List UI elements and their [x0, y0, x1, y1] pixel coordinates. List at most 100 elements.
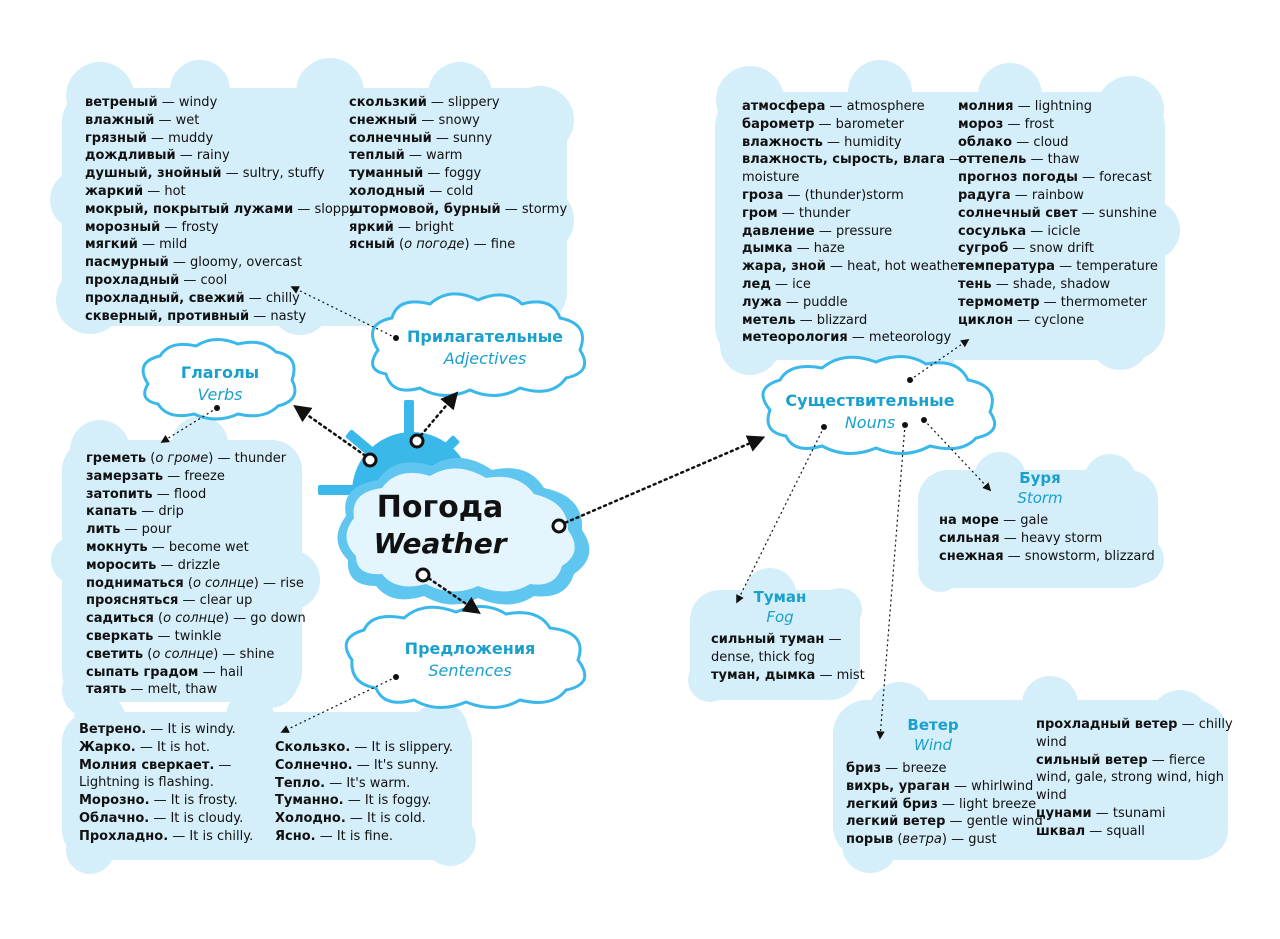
vocab-translation: — sunshine: [1077, 205, 1157, 221]
vocab-translation: — mild: [137, 237, 188, 253]
vocab-term: циклон: [958, 312, 1014, 328]
vocab-note: о солнце: [192, 575, 254, 591]
connector-verbs: [293, 404, 372, 461]
vocab-translation: — thermometer: [1039, 294, 1147, 310]
vocab-term: холодный: [349, 183, 426, 199]
vocab-line: капать — drip: [86, 503, 306, 521]
vocab-term: Холодно.: [275, 811, 346, 827]
vocab-translation: — puddle: [781, 294, 848, 310]
vocab-term: шквал: [1036, 823, 1086, 839]
vocab-translation: — tsunami: [1091, 805, 1166, 821]
vocab-line: Солнечно. — It's sunny.: [275, 757, 453, 775]
wind-cloud: [833, 676, 1228, 873]
vocab-term: солнечный: [349, 130, 432, 146]
vocab-translation: —: [945, 152, 963, 168]
vocab-translation: — hot: [143, 183, 186, 199]
vocab-line: Ветрено. — It is windy.: [79, 721, 253, 739]
sub-connector-wind: [876, 424, 906, 740]
vocab-line: мокрый, покрытый лужами — sloppy: [85, 201, 357, 219]
vocab-line: прохладный, свежий — chilly: [85, 290, 357, 308]
central-topic-ru: Погода: [376, 490, 504, 525]
vocab-translation: — heat, hot weather: [825, 259, 964, 275]
vocab-translation: — It is slippery.: [350, 740, 453, 755]
vocab-line: wind: [1036, 787, 1233, 805]
vocab-line: греметь (о громе) — thunder: [86, 451, 287, 466]
vocab-term: Прохладно.: [79, 828, 169, 844]
vocab-line: сверкать — twinkle: [86, 628, 306, 646]
vocab-term: легкий ветер: [846, 814, 946, 830]
vocab-line: Туманно. — It is foggy.: [275, 792, 453, 810]
connector-sentences: [422, 573, 481, 614]
vocab-term: Скользко.: [275, 740, 351, 755]
vocab-line: жаркий — hot: [85, 183, 357, 201]
vocab-translation: — fine: [469, 237, 516, 253]
adjectives-title-ru: Прилагательные: [406, 327, 564, 346]
vocab-translation: — frost: [1003, 116, 1055, 132]
vocab-term: яркий: [349, 219, 394, 235]
vocab-line: давление — pressure: [742, 223, 963, 241]
vocab-translation: — snowstorm, blizzard: [1003, 548, 1155, 564]
vocab-translation: — cold: [425, 183, 474, 199]
nouns-cloud: [715, 60, 1180, 378]
vocab-translation: — melt, thaw: [126, 682, 218, 698]
vocab-line: оттепель — thaw: [958, 151, 1158, 169]
vocab-term: на море: [939, 513, 999, 528]
vocab-translation: — It is hot.: [135, 739, 210, 755]
connectors: [293, 391, 766, 614]
vocab-line: метель — blizzard: [742, 312, 963, 330]
vocab-term: цунами: [1036, 805, 1092, 821]
vocab-term: сыпать градом: [86, 664, 199, 680]
vocab-term: теплый: [349, 148, 405, 164]
vocab-translation: — muddy: [146, 130, 214, 146]
adjectives-title: Прилагательные Adjectives: [395, 326, 575, 370]
vocab-note: о солнце: [152, 646, 214, 662]
vocab-term: Ясно.: [275, 828, 316, 844]
vocab-translation: — shade, shadow: [991, 276, 1111, 292]
vocab-translation: — It is cold.: [345, 811, 426, 827]
vocab-line: пасмурный — gloomy, overcast: [85, 254, 357, 272]
vocab-term: пасмурный: [85, 255, 169, 271]
vocab-translation: — It is foggy.: [343, 793, 432, 809]
vocab-term: Жарко.: [79, 739, 136, 755]
vocab-term: жара, зной: [742, 259, 826, 275]
vocab-line: wind: [1036, 734, 1233, 752]
vocab-translation: dense, thick fog: [711, 649, 816, 665]
vocab-term: облако: [958, 134, 1013, 150]
vocab-term: термометр: [958, 294, 1040, 310]
vocab-line: туман, дымка — mist: [711, 667, 865, 685]
vocab-term: прохладный ветер: [1036, 717, 1178, 732]
vocab-line: замерзать — freeze: [86, 468, 306, 486]
vocab-term: Облачно.: [79, 810, 150, 826]
vocab-term: морозный: [85, 219, 161, 235]
vocab-line: гроза — (thunder)storm: [742, 187, 963, 205]
vocab-line: вихрь, ураган — whirlwind: [846, 778, 1043, 796]
nouns-title-en: Nouns: [844, 413, 896, 432]
vocab-line: ясный (о погоде) — fine: [349, 237, 516, 253]
vocab-line: сугроб — snow drift: [958, 240, 1158, 258]
vocab-term: душный, знойный: [85, 166, 222, 182]
vocab-line: жара, зной — heat, hot weather: [742, 258, 963, 276]
vocab-translation: — flood: [152, 486, 207, 502]
adjectives-title-cloud: [370, 292, 587, 397]
vocab-line: молния — lightning: [958, 98, 1158, 116]
vocab-term: мокнуть: [86, 539, 148, 555]
vocab-translation: — rise: [258, 575, 304, 591]
vocab-line: лед — ice: [742, 276, 963, 294]
central-topic-en: Weather: [373, 527, 507, 560]
vocab-term: влажный: [85, 112, 155, 128]
vocab-line: светить (о солнце) — shine: [86, 646, 275, 662]
vocab-line: цунами — tsunami: [1036, 805, 1233, 823]
vocab-line: Облачно. — It is cloudy.: [79, 810, 253, 828]
vocab-line: тень — shade, shadow: [958, 276, 1158, 294]
vocab-term: сугроб: [958, 241, 1009, 257]
vocab-term: тень: [958, 276, 992, 292]
vocab-term: мокрый, покрытый лужами: [85, 201, 294, 217]
vocab-translation: — twinkle: [153, 628, 222, 644]
vocab-line: снежная — snowstorm, blizzard: [939, 548, 1155, 566]
